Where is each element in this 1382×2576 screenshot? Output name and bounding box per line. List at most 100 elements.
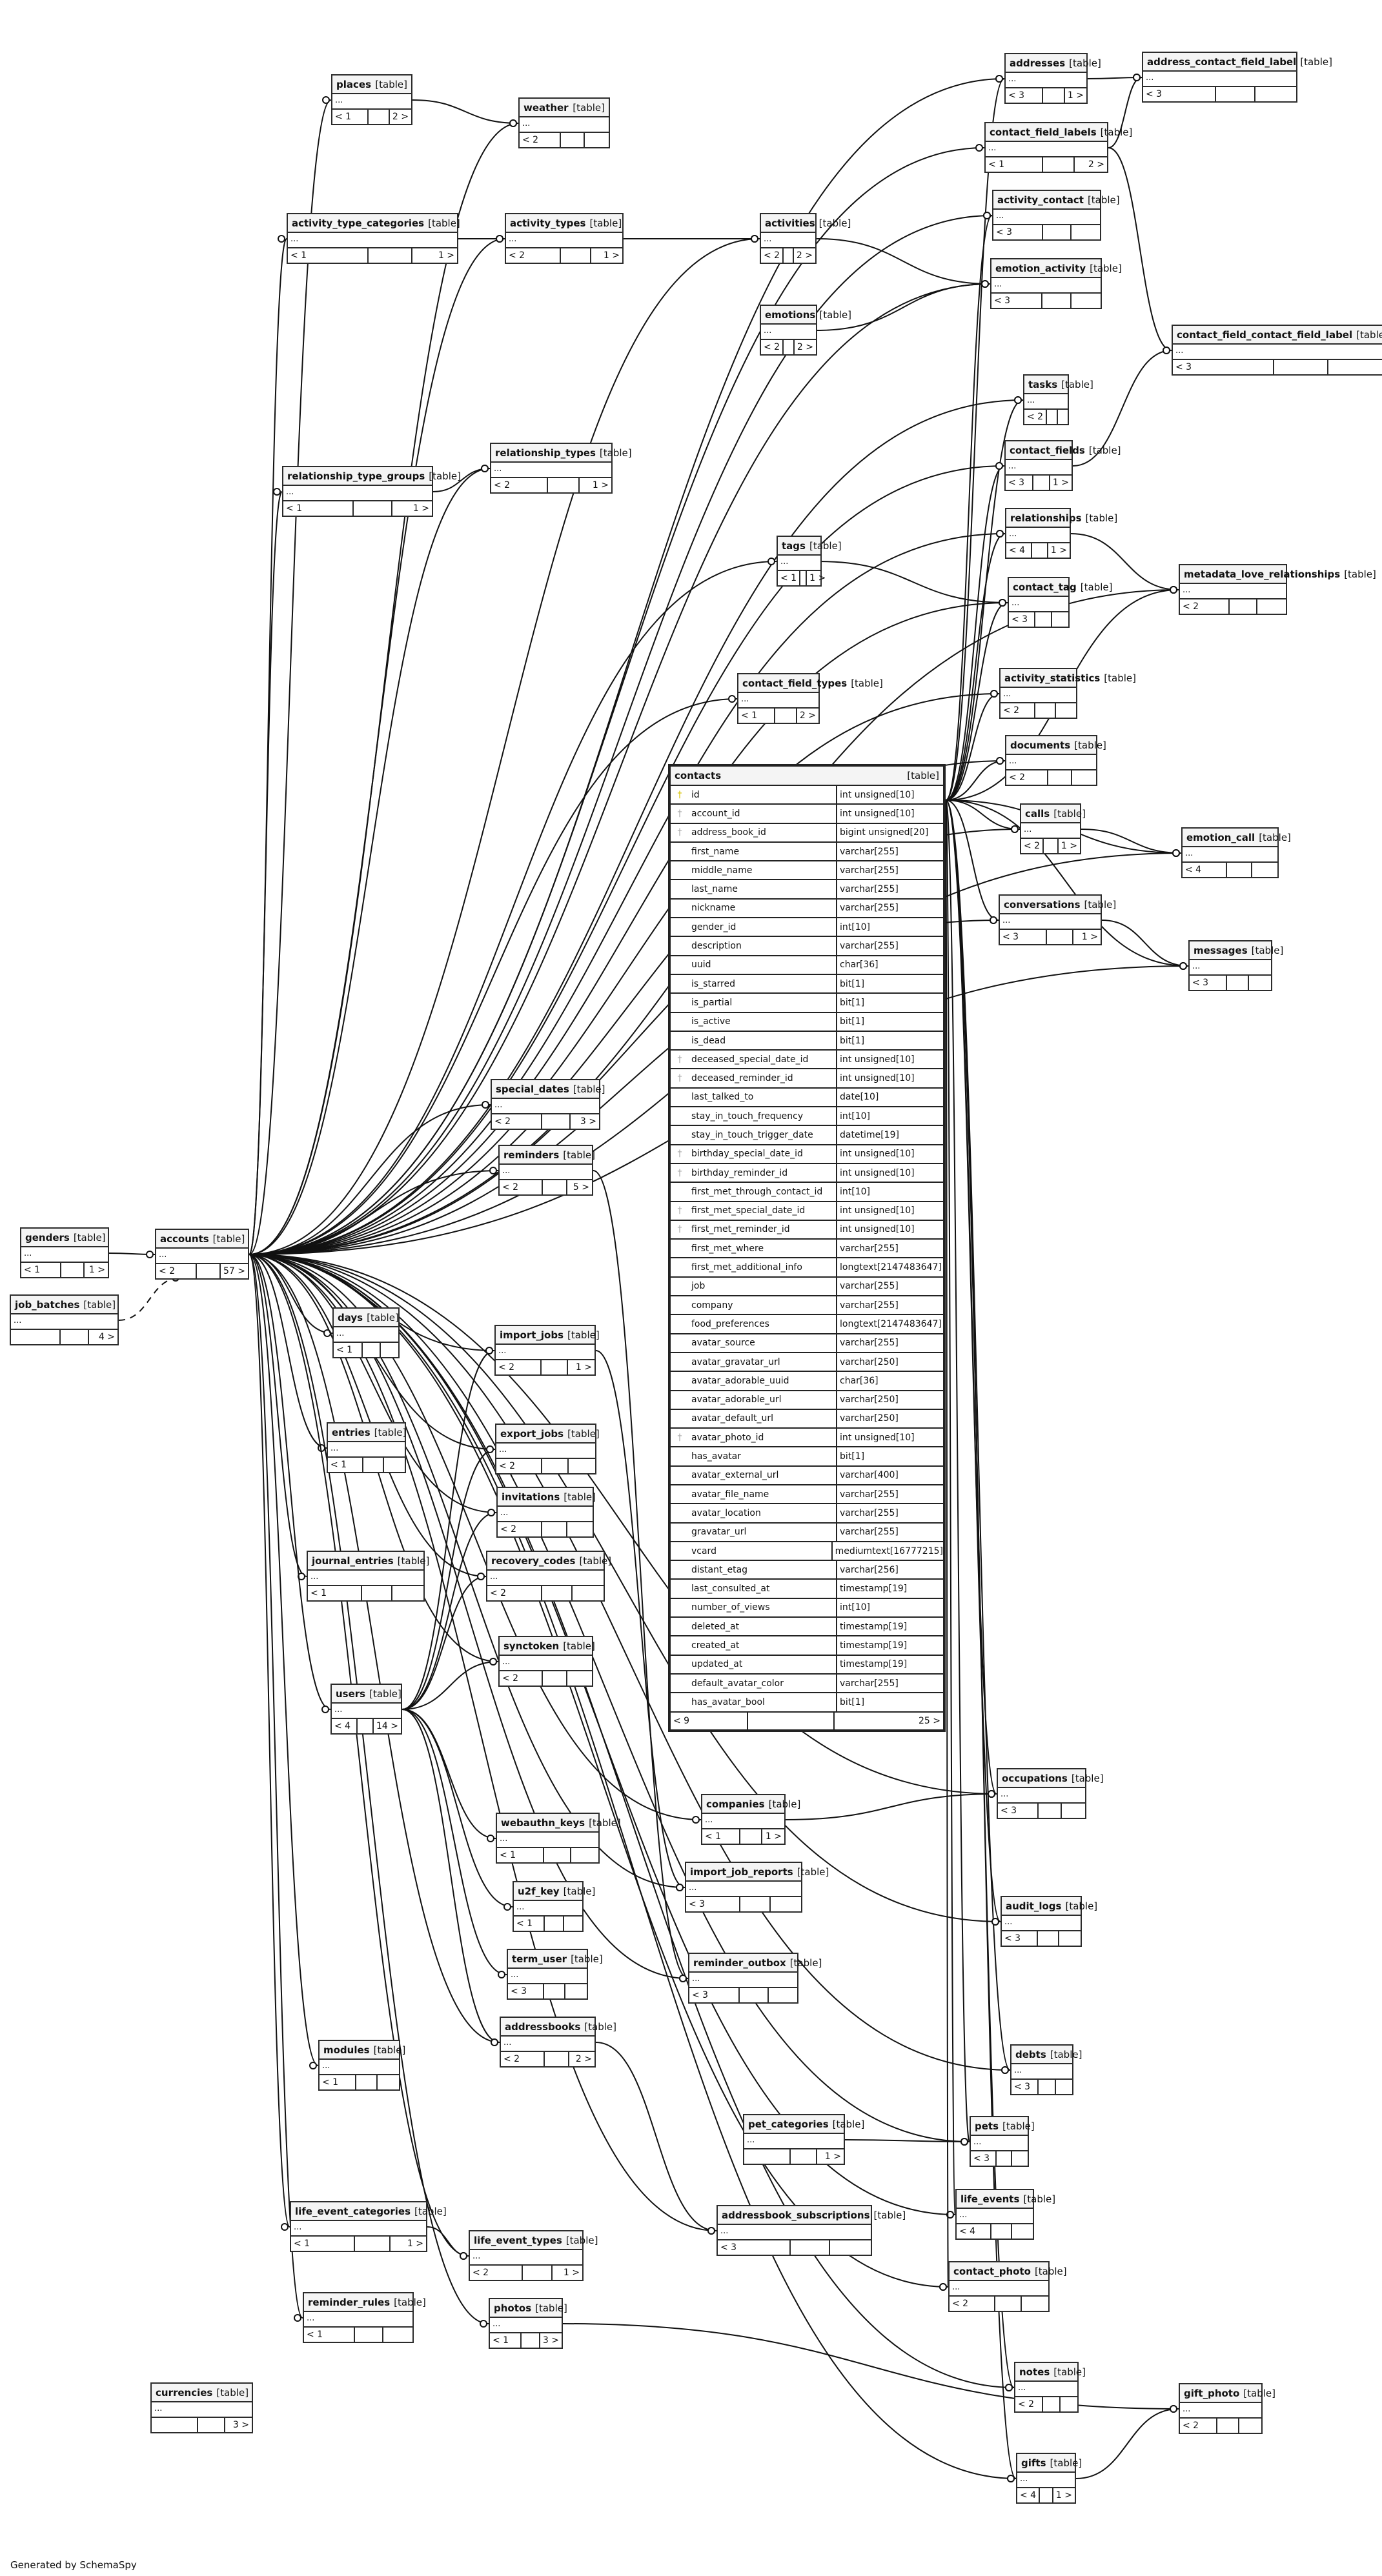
columns-collapsed[interactable]: ... — [334, 1327, 398, 1343]
parent-count[interactable]: < 2 — [950, 2297, 996, 2311]
child-count[interactable]: 1 > — [88, 1265, 105, 1275]
child-count[interactable] — [1239, 2419, 1261, 2433]
child-count[interactable]: 1 > — [407, 2239, 423, 2249]
columns-collapsed[interactable]: ... — [1015, 2382, 1077, 2397]
table-pet-categories[interactable]: pet_categories[table]...1 > — [743, 2114, 864, 2165]
child-count[interactable]: 5 > — [573, 1182, 589, 1192]
parent-count[interactable]: < 2 — [492, 1114, 542, 1129]
child-count[interactable] — [1056, 703, 1076, 718]
parent-count[interactable]: < 2 — [156, 1264, 198, 1278]
child-count[interactable] — [392, 1586, 423, 1600]
parent-count[interactable]: < 1 — [702, 1829, 740, 1844]
table-reminder-outbox[interactable]: reminder_outbox[table]...< 3 — [688, 1953, 822, 2004]
columns-collapsed[interactable]: ... — [308, 1571, 423, 1586]
child-count[interactable]: 25 > — [919, 1715, 940, 1726]
child-count[interactable]: 1 > — [1067, 90, 1084, 101]
parent-count[interactable]: < 3 — [1011, 2080, 1039, 2094]
columns-collapsed[interactable]: ... — [738, 693, 818, 709]
parent-count[interactable]: < 2 — [500, 1180, 543, 1194]
columns-collapsed[interactable]: ... — [1143, 72, 1296, 87]
columns-collapsed[interactable]: ... — [491, 463, 611, 478]
child-count[interactable]: 1 > — [1050, 545, 1067, 556]
parent-count[interactable]: < 1 — [332, 110, 369, 124]
child-count[interactable]: 3 > — [232, 2420, 249, 2430]
parent-count[interactable]: < 2 — [498, 1522, 542, 1536]
parent-count[interactable]: < 1 — [291, 2237, 356, 2251]
child-count[interactable]: 1 > — [1052, 478, 1069, 488]
columns-collapsed[interactable]: ... — [1190, 960, 1271, 976]
parent-count[interactable]: < 2 — [1006, 770, 1048, 785]
columns-collapsed[interactable]: ... — [971, 2136, 1028, 2151]
child-count[interactable]: 1 > — [1081, 932, 1098, 942]
columns-collapsed[interactable]: ... — [718, 2225, 871, 2240]
columns-collapsed[interactable]: ... — [470, 2250, 582, 2266]
columns-collapsed[interactable]: ... — [1006, 460, 1072, 476]
columns-collapsed[interactable]: ... — [487, 1571, 604, 1586]
child-count[interactable] — [1056, 2080, 1072, 2094]
columns-collapsed[interactable]: ... — [11, 1314, 117, 1330]
child-count[interactable] — [1072, 294, 1101, 308]
columns-collapsed[interactable]: ... — [492, 1099, 599, 1114]
table-contact-tag[interactable]: contact_tag[table]...< 3 — [1008, 577, 1112, 628]
table-address-contact-field-label[interactable]: address_contact_field_label[table]...< 3 — [1142, 52, 1332, 103]
child-count[interactable] — [1052, 612, 1068, 627]
columns-collapsed[interactable]: ... — [1006, 73, 1086, 88]
columns-collapsed[interactable]: ... — [950, 2281, 1048, 2297]
child-count[interactable] — [1255, 87, 1296, 101]
columns-collapsed[interactable]: ... — [1006, 755, 1096, 770]
columns-collapsed[interactable]: ... — [1017, 2473, 1075, 2488]
parent-count[interactable]: < 2 — [761, 248, 784, 263]
parent-count[interactable]: < 4 — [332, 1719, 358, 1733]
parent-count[interactable]: < 2 — [1180, 599, 1230, 614]
parent-count[interactable]: < 1 — [288, 248, 369, 263]
columns-collapsed[interactable]: ... — [291, 2221, 426, 2237]
columns-collapsed[interactable]: ... — [320, 2060, 399, 2075]
table-audit-logs[interactable]: audit_logs[table]...< 3 — [1001, 1896, 1097, 1947]
child-count[interactable]: 1 > — [563, 2268, 580, 2278]
columns-collapsed[interactable]: ... — [497, 1833, 598, 1848]
columns-collapsed[interactable]: ... — [1183, 847, 1277, 863]
parent-count[interactable]: < 3 — [1002, 1931, 1039, 1946]
parent-count[interactable]: < 3 — [1143, 87, 1216, 101]
child-count[interactable]: 4 > — [98, 1332, 115, 1342]
columns-collapsed[interactable]: ... — [332, 94, 411, 110]
child-count[interactable] — [830, 2240, 871, 2255]
columns-collapsed[interactable]: ... — [288, 233, 457, 248]
child-count[interactable]: 1 > — [575, 1362, 592, 1373]
parent-count[interactable]: < 3 — [998, 1804, 1039, 1818]
parent-count[interactable]: < 2 — [470, 2266, 523, 2280]
columns-collapsed[interactable]: ... — [761, 325, 816, 340]
table-documents[interactable]: documents[table]...< 2 — [1005, 735, 1106, 786]
parent-count[interactable]: < 2 — [1024, 410, 1048, 424]
parent-count[interactable] — [152, 2418, 199, 2432]
columns-collapsed[interactable]: ... — [991, 278, 1101, 294]
columns-collapsed[interactable]: ... — [998, 1788, 1085, 1804]
parent-count[interactable]: < 1 — [514, 1917, 545, 1931]
columns-collapsed[interactable]: ... — [744, 2134, 844, 2149]
